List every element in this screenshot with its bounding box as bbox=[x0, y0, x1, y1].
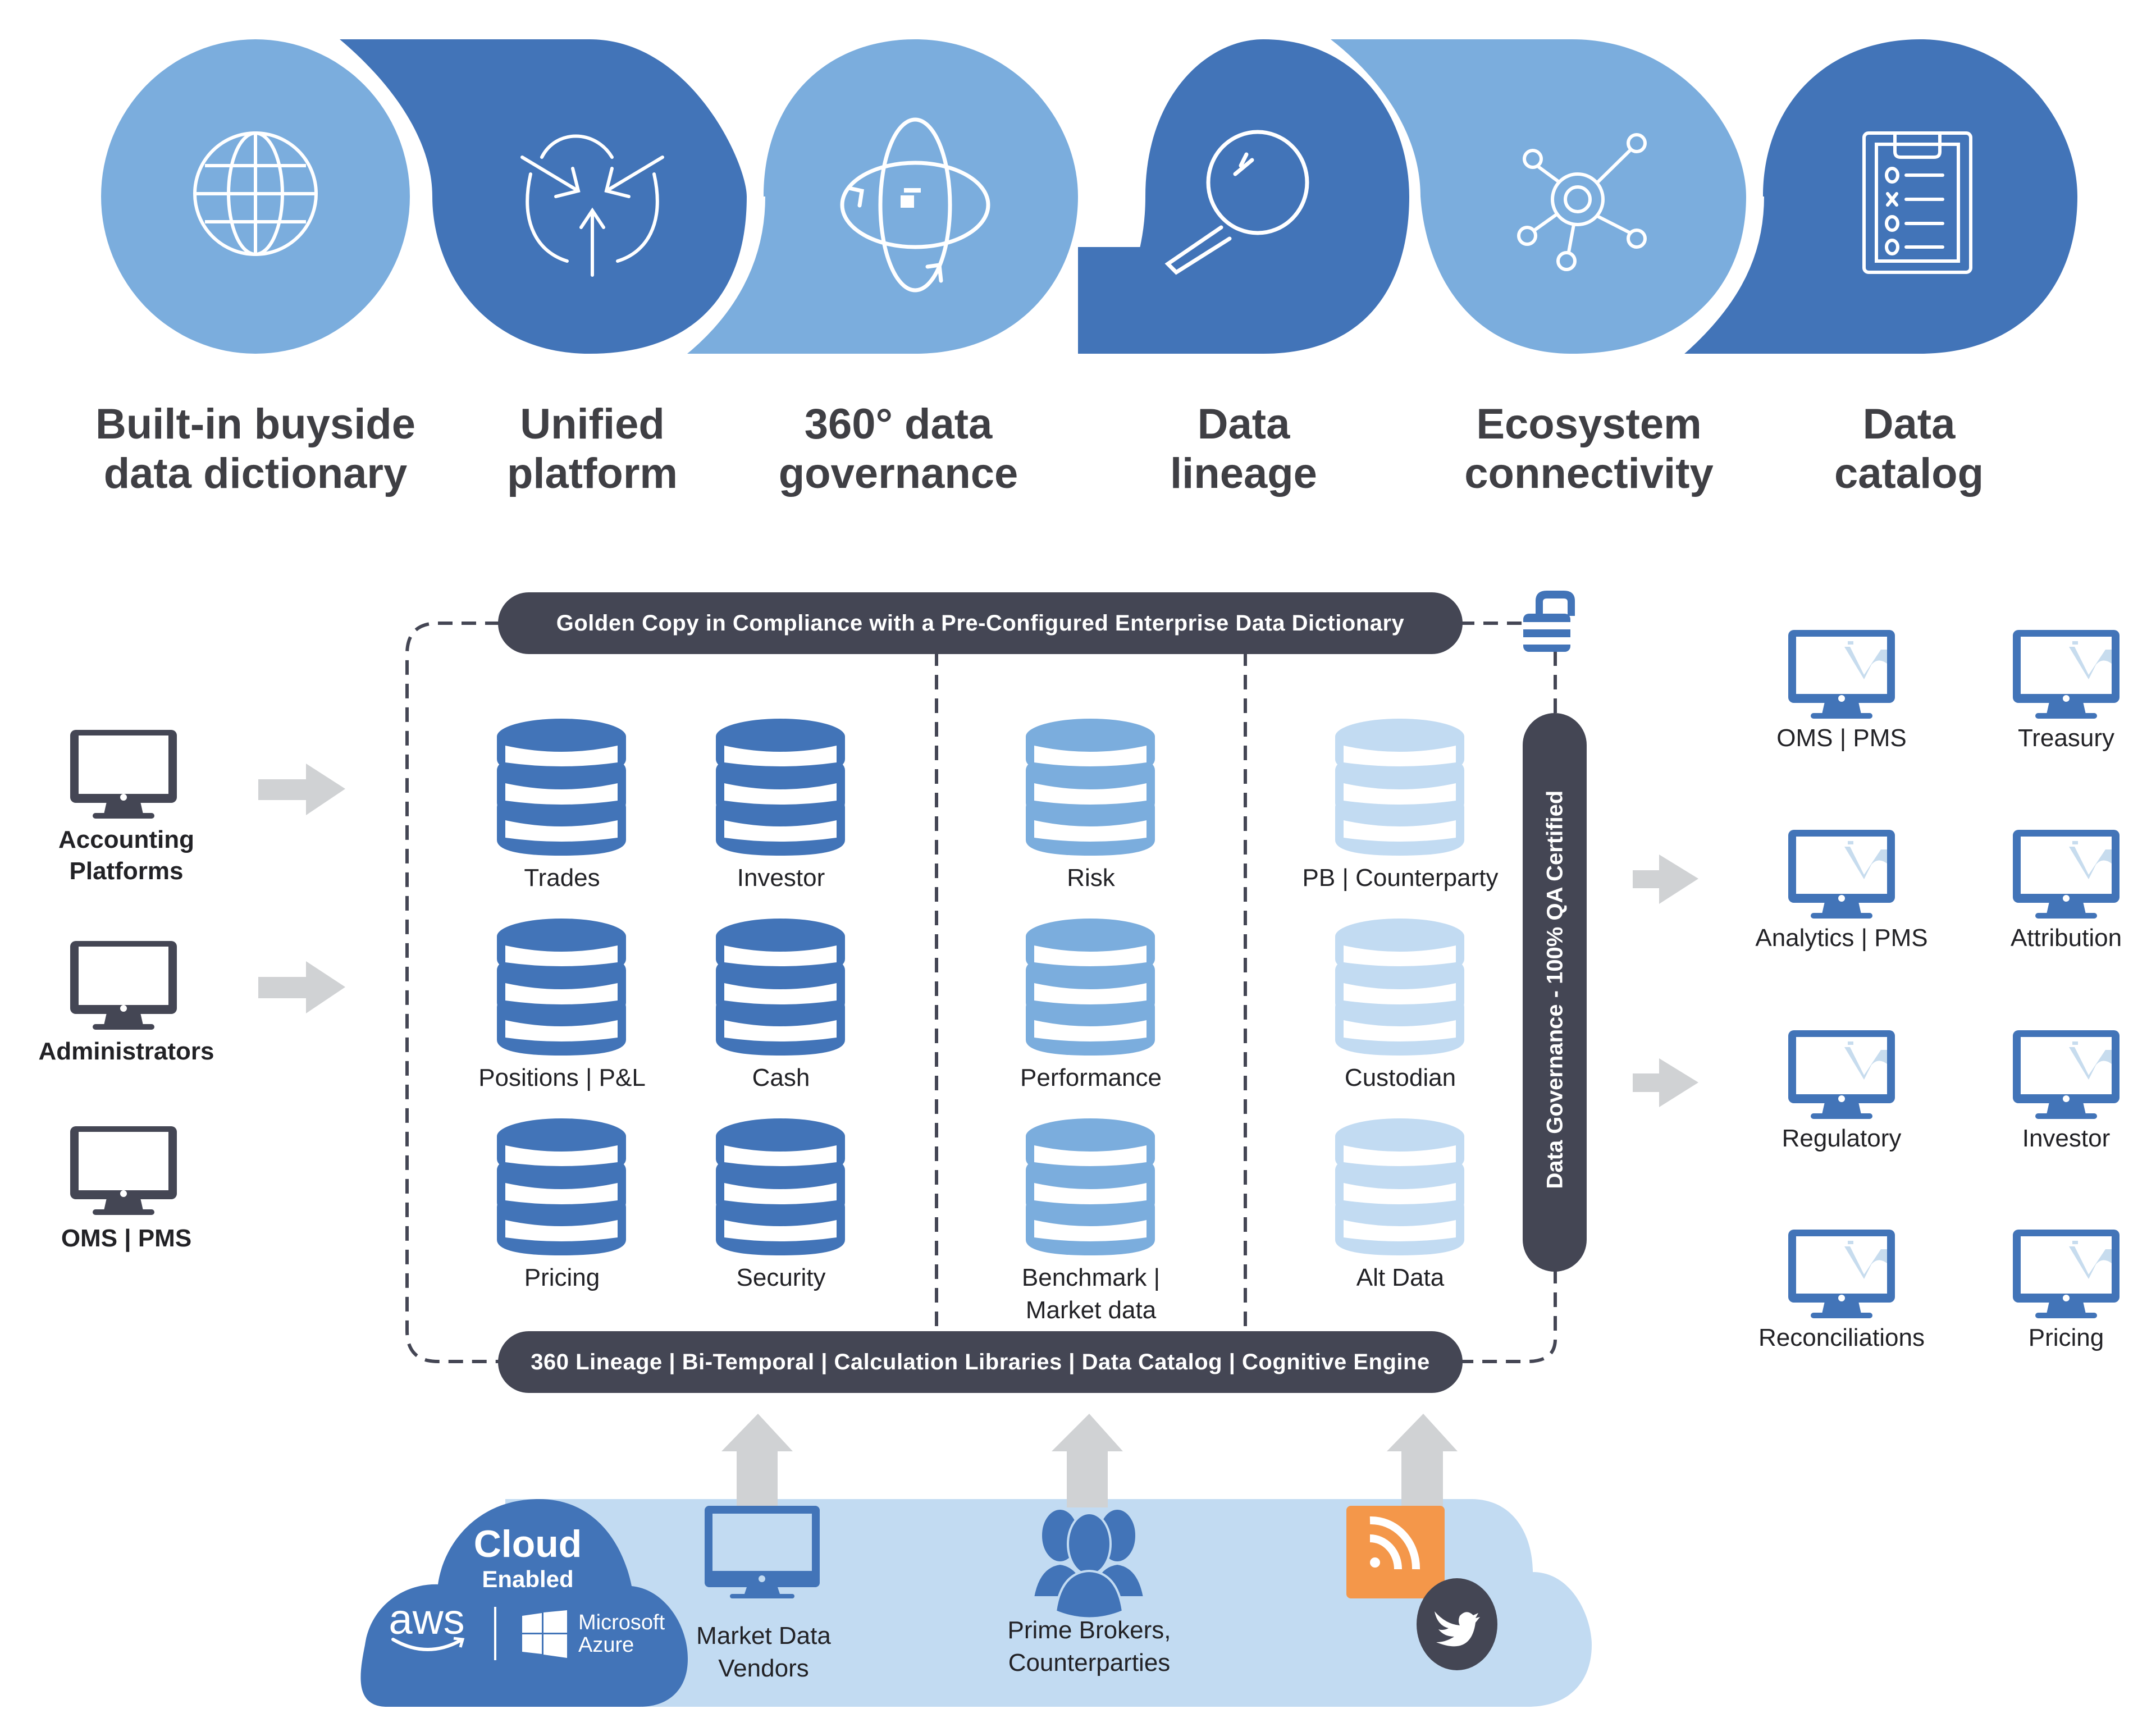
database-icon bbox=[1026, 719, 1155, 856]
clipboard-icon bbox=[1862, 131, 1972, 274]
cloud-title: Cloud bbox=[473, 1523, 582, 1565]
ribbon-segment-connectivity bbox=[1331, 39, 1746, 354]
database-icon bbox=[497, 919, 626, 1056]
monitor-icon bbox=[70, 1126, 177, 1215]
db-label-core: Investor bbox=[737, 864, 825, 892]
output-label: Investor bbox=[2022, 1125, 2111, 1152]
output-monitor-icon bbox=[2013, 630, 2120, 719]
output-monitor-icon bbox=[2013, 1030, 2120, 1119]
cloud-sources bbox=[360, 1414, 1592, 1707]
database-icon bbox=[1335, 919, 1464, 1056]
output-label: Analytics | PMS bbox=[1755, 924, 1928, 952]
output-icons bbox=[1633, 630, 2120, 1318]
converge-arrows-icon bbox=[520, 134, 664, 277]
magnifier-icon bbox=[1164, 130, 1309, 275]
database-icon bbox=[1026, 919, 1155, 1056]
database-icon bbox=[497, 719, 626, 856]
db-label-external: PB | Counterparty bbox=[1302, 864, 1499, 892]
feature-ribbon bbox=[98, 38, 2077, 365]
database-icon bbox=[497, 1118, 626, 1255]
output-monitor-icon bbox=[1788, 630, 1895, 719]
output-label: Pricing bbox=[2028, 1324, 2104, 1351]
monitor-icon bbox=[70, 941, 177, 1030]
arrow-up-icon bbox=[721, 1414, 1458, 1507]
database-icon bbox=[716, 1118, 845, 1255]
db-label-core: Positions | P&L bbox=[478, 1064, 646, 1091]
ribbon-segment-lineage bbox=[1078, 39, 1409, 354]
people-group-icon bbox=[1031, 1507, 1146, 1620]
database-icon bbox=[1026, 1118, 1155, 1255]
monitor-icon bbox=[70, 730, 177, 819]
network-icon bbox=[1517, 133, 1647, 271]
db-label-core: Pricing bbox=[524, 1264, 600, 1291]
windows-logo-icon bbox=[522, 1610, 567, 1658]
governance-label: Data Governance - 100% QA Certified bbox=[1542, 790, 1568, 1189]
db-label-external: Custodian bbox=[1344, 1064, 1456, 1091]
output-monitor-icon bbox=[1788, 830, 1895, 919]
db-label-analytic: Risk bbox=[1067, 864, 1115, 892]
cloud-subtitle: Enabled bbox=[482, 1566, 574, 1592]
aws-logo: aws bbox=[389, 1596, 465, 1643]
output-monitor-icon bbox=[1788, 1230, 1895, 1318]
lock-icon bbox=[1523, 591, 1575, 652]
db-label-analytic: Performance bbox=[1020, 1064, 1162, 1091]
aws-smile-icon bbox=[391, 1637, 465, 1651]
db-label-core: Trades bbox=[524, 864, 600, 892]
database-icon bbox=[1335, 1118, 1464, 1255]
golden-copy-banner: Golden Copy in Compliance with a Pre-Con… bbox=[498, 592, 1463, 654]
ribbon-segment-unified bbox=[340, 39, 747, 354]
database-icon bbox=[716, 919, 845, 1056]
logo-divider bbox=[494, 1607, 496, 1660]
output-label: Reconciliations bbox=[1758, 1324, 1925, 1351]
database-icon bbox=[716, 719, 845, 856]
output-monitor-icon bbox=[2013, 830, 2120, 919]
arrow-right-icon bbox=[258, 764, 345, 1013]
output-label: Attribution bbox=[2010, 924, 2122, 952]
db-label-external: Alt Data bbox=[1356, 1264, 1445, 1291]
db-label-core: Security bbox=[736, 1264, 826, 1291]
twitter-icon bbox=[1417, 1578, 1497, 1670]
market-data-monitor-icon bbox=[705, 1506, 820, 1598]
orbit-icon bbox=[840, 117, 990, 293]
source-oms-pms: OMS | PMS bbox=[61, 1225, 192, 1252]
output-monitor-icon bbox=[1788, 1030, 1895, 1119]
governance-bar bbox=[1523, 713, 1587, 1272]
output-label: Treasury bbox=[2018, 724, 2114, 752]
output-label: Regulatory bbox=[1782, 1125, 1902, 1152]
arrow-right-icon bbox=[1633, 855, 1698, 1107]
capabilities-banner: 360 Lineage | Bi-Temporal | Calculation … bbox=[498, 1331, 1463, 1393]
feed-prime-brokers: Prime Brokers,Counterparties bbox=[1007, 1616, 1171, 1676]
database-icon bbox=[1335, 719, 1464, 856]
globe-icon bbox=[193, 131, 318, 256]
cloud-enabled-shape bbox=[360, 1499, 688, 1707]
ribbon-segment-governance bbox=[668, 39, 1078, 354]
source-icons bbox=[70, 730, 345, 1215]
rss-icon bbox=[1346, 1506, 1445, 1598]
output-label: OMS | PMS bbox=[1776, 724, 1907, 752]
source-administrators: Administrators bbox=[38, 1038, 214, 1065]
output-monitor-icon bbox=[2013, 1230, 2120, 1318]
db-label-core: Cash bbox=[752, 1064, 810, 1091]
db-label-analytic: Benchmark |Market data bbox=[1021, 1264, 1161, 1324]
